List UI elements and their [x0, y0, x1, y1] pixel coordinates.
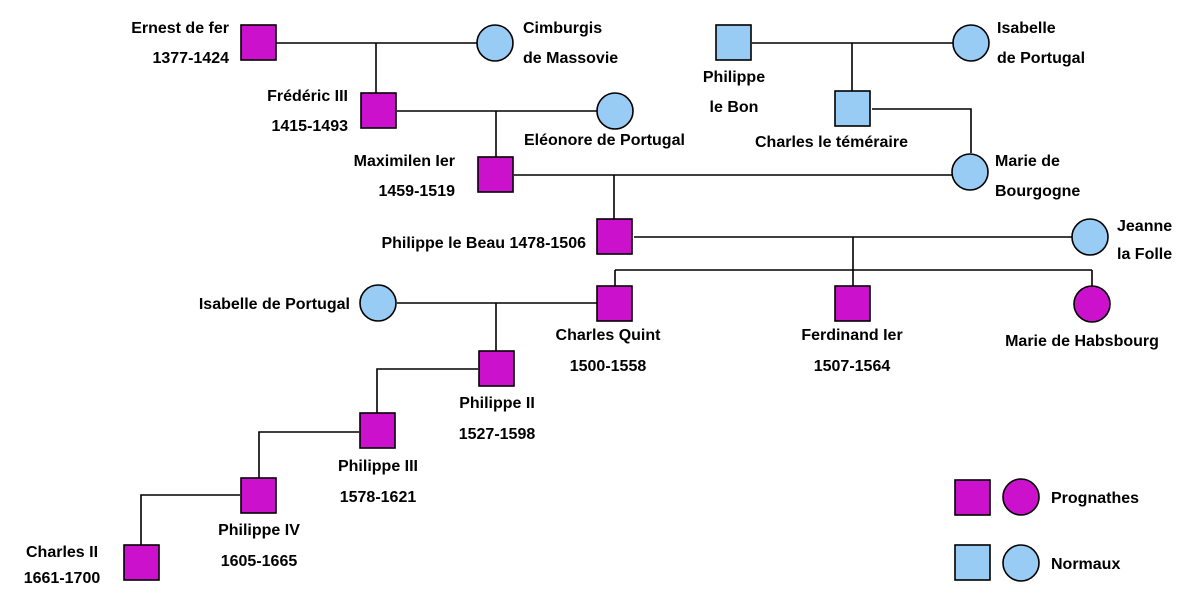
philippe4-name: Philippe IV [218, 522, 300, 539]
isabelle-a-name: Isabelle [997, 20, 1056, 37]
cimburgis-dates: de Massovie [523, 50, 618, 67]
ferdinand-symbol [834, 285, 871, 322]
charles-quint-name: Charles Quint [556, 327, 662, 344]
legend: Prognathes Normaux [954, 478, 1139, 582]
cimburgis-symbol [476, 24, 514, 62]
ferdinand-name: Ferdinand Ier [801, 327, 902, 344]
pedigree-symbols [123, 24, 1111, 581]
marie-habsbourg-symbol [1073, 285, 1111, 323]
eleonore-symbol [596, 92, 634, 130]
philippe2-symbol [478, 350, 515, 387]
marie-bourgogne-dates: Bourgogne [995, 183, 1080, 200]
legend-normaux-label: Normaux [1051, 556, 1120, 573]
legend-prognathe-square [954, 479, 991, 516]
philippe-bon-dates: le Bon [710, 99, 759, 116]
frederic-name: Frédéric III [267, 88, 348, 105]
descent-line-philippe3 [376, 368, 478, 413]
descent-line-charles2 [140, 494, 240, 545]
ernest-symbol [240, 24, 277, 61]
isabelle-b-symbol [359, 284, 397, 322]
philippe3-name: Philippe III [338, 458, 418, 475]
frederic-symbol [360, 92, 397, 129]
descent-line-philippe4 [258, 431, 359, 478]
marie-habsbourg-name: Marie de Habsbourg [1005, 333, 1159, 350]
isabelle-a-dates: de Portugal [997, 50, 1085, 67]
maximilien-symbol [477, 156, 514, 193]
philippe4-dates: 1605-1665 [221, 553, 298, 570]
charles-temeraire-name: Charles le téméraire [755, 134, 908, 151]
charles2-name: Charles II [26, 544, 98, 561]
couple-line-charles-marie [872, 108, 972, 153]
philippe4-symbol [240, 477, 277, 514]
philippe3-symbol [359, 412, 396, 449]
philippe3-dates: 1578-1621 [340, 489, 417, 506]
philippe2-name: Philippe II [459, 395, 535, 412]
isabelle-a-symbol [952, 24, 990, 62]
pedigree-labels: Ernest de fer 1377-1424 Cimburgis de Mas… [24, 20, 1173, 587]
maximilien-dates: 1459-1519 [378, 183, 455, 200]
eleonore-name: Eléonore de Portugal [524, 132, 685, 149]
philippe2-dates: 1527-1598 [459, 426, 536, 443]
charles-temeraire-symbol [834, 90, 871, 127]
legend-prognathes-label: Prognathes [1051, 490, 1139, 507]
philippe-beau-name: Philippe le Beau 1478-1506 [381, 235, 586, 252]
jeanne-symbol [1071, 218, 1109, 256]
legend-normal-circle [1002, 544, 1040, 582]
marie-bourgogne-symbol [951, 153, 989, 191]
legend-normal-square [954, 544, 991, 581]
legend-prognathe-circle [1002, 478, 1040, 516]
ferdinand-dates: 1507-1564 [814, 358, 891, 375]
cimburgis-name: Cimburgis [523, 20, 602, 37]
charles-quint-dates: 1500-1558 [570, 358, 647, 375]
isabelle-b-name: Isabelle de Portugal [199, 296, 350, 313]
philippe-bon-name: Philippe [703, 69, 765, 86]
marie-bourgogne-name: Marie de [995, 153, 1060, 170]
charles-quint-symbol [596, 285, 633, 322]
philippe-beau-symbol [596, 218, 633, 255]
philippe-bon-symbol [715, 24, 752, 61]
charles2-symbol [123, 544, 160, 581]
jeanne-dates: la Folle [1117, 246, 1172, 263]
charles2-dates: 1661-1700 [24, 570, 101, 587]
jeanne-name: Jeanne [1117, 218, 1172, 235]
maximilien-name: Maximilen Ier [354, 153, 455, 170]
ernest-dates: 1377-1424 [152, 50, 229, 67]
frederic-dates: 1415-1493 [271, 118, 348, 135]
ernest-name: Ernest de fer [131, 20, 229, 37]
sibling-line-children [614, 237, 1093, 286]
